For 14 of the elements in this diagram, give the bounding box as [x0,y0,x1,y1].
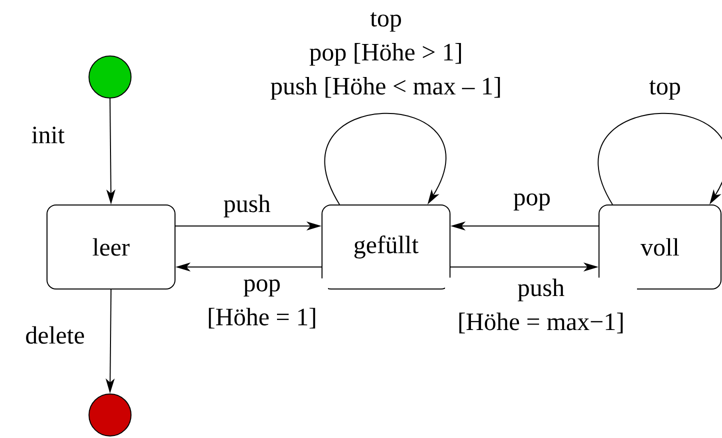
state-box: leer [46,204,176,290]
loop-arrow [324,112,446,205]
state-box: gefüllt [322,204,450,290]
edge-label: pop [Höhe = 1] [196,278,328,330]
loop-arrow [598,112,722,205]
edge-label: init [30,126,66,144]
edge-label: pop [512,192,552,212]
edge-label: push [222,194,272,218]
circle-node [88,393,132,436]
edge-label: push [Höhe = max−1] [445,278,637,334]
edge-label: delete [24,325,86,345]
edge-label: top pop [Höhe > 1] push [Höhe < max – 1] [258,11,514,101]
edge-label: top [648,79,682,101]
circle-node [88,56,132,98]
